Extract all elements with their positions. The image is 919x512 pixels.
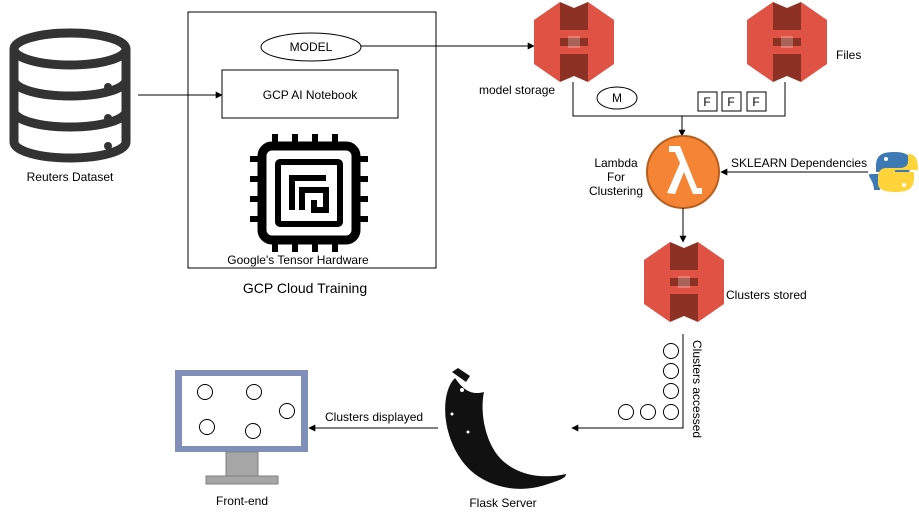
s3-clusters-stored-icon — [644, 242, 724, 322]
displayed-cluster-circles — [197, 384, 295, 439]
clusters-accessed-label: Clusters accessed — [690, 340, 704, 439]
flask-server-label: Flask Server — [469, 496, 537, 510]
file-box-1 — [697, 91, 718, 112]
database-indicator-dots — [104, 83, 112, 150]
lambda-icon — [646, 135, 720, 209]
s3-files-icon — [747, 2, 827, 82]
flask-horn-icon — [445, 368, 566, 489]
model-label: MODEL — [289, 40, 333, 54]
model-token — [596, 86, 638, 110]
monitor-icon — [175, 370, 308, 485]
clusters-displayed-label: Clusters displayed — [325, 410, 424, 424]
file-box-2 — [721, 91, 742, 112]
file-box-2-label: F — [727, 95, 735, 109]
lambda-label: Lambda For Clustering — [581, 156, 651, 198]
model-ellipse — [260, 32, 362, 62]
model-token-label: M — [612, 91, 622, 105]
arrow-clusters-to-flask — [571, 334, 684, 432]
s3-model-storage-icon — [534, 2, 614, 82]
gcp-notebook-box — [221, 69, 399, 119]
file-box-3 — [746, 91, 767, 112]
file-box-1-label: F — [703, 95, 711, 109]
gcp-notebook-label: GCP AI Notebook — [262, 88, 358, 102]
cluster-circles — [618, 343, 679, 420]
clusters-stored-label: Clusters stored — [726, 288, 807, 302]
tensor-hardware-label: Google's Tensor Hardware — [227, 253, 369, 267]
gcp-training-label: GCP Cloud Training — [242, 280, 368, 296]
lambda-label-line-2: For — [607, 170, 625, 184]
merge-connector — [572, 82, 786, 117]
lambda-label-line-3: Clustering — [588, 184, 644, 198]
reuters-dataset-label: Reuters Dataset — [26, 170, 114, 184]
file-box-3-label: F — [752, 95, 760, 109]
sklearn-label: SKLEARN Dependencies — [731, 156, 868, 170]
files-label: Files — [836, 48, 862, 62]
model-storage-label: model storage — [479, 83, 556, 97]
lambda-label-line-1: Lambda — [594, 156, 638, 170]
python-icon — [868, 152, 918, 192]
front-end-label: Front-end — [215, 494, 269, 508]
database-icon — [9, 28, 131, 163]
gcp-training-frame — [187, 11, 437, 269]
tensor-chip-icon — [250, 134, 368, 252]
